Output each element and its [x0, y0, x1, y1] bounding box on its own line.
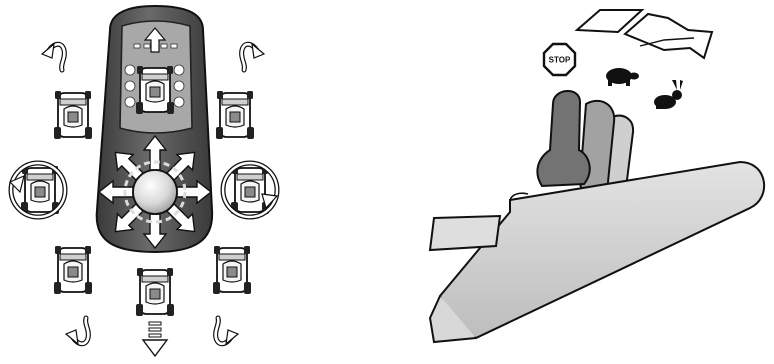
speed-lever [536, 90, 591, 188]
reverse-arrow [141, 321, 169, 358]
curl-arrow-top-left [42, 44, 64, 70]
turtle-icon [606, 68, 639, 86]
joystick-ring [123, 160, 187, 224]
curl-arrow-bottom-left [66, 318, 88, 344]
remote-housing [428, 160, 766, 344]
speed-illustration: STOP [428, 9, 766, 344]
cleaner-mid-left [20, 165, 60, 215]
cleaner-bottom-center [135, 267, 175, 317]
cleaner-top-right [215, 90, 255, 140]
cleaner-mid-right [230, 165, 270, 215]
rabbit-icon [654, 80, 683, 109]
speed-arrows [574, 9, 714, 60]
curl-arrow-top-right [242, 44, 264, 70]
cleaner-top-left [53, 90, 93, 140]
panel-buttons [124, 43, 185, 108]
directional-joystick [132, 169, 178, 215]
cleaner-bottom-left [53, 245, 93, 295]
stop-sign-icon: STOP [542, 42, 577, 77]
remote-control [95, 4, 214, 358]
cleaner-bottom-right [212, 245, 252, 295]
curl-arrow-bottom-right [216, 318, 238, 344]
stop-sign-label: STOP [549, 56, 571, 65]
